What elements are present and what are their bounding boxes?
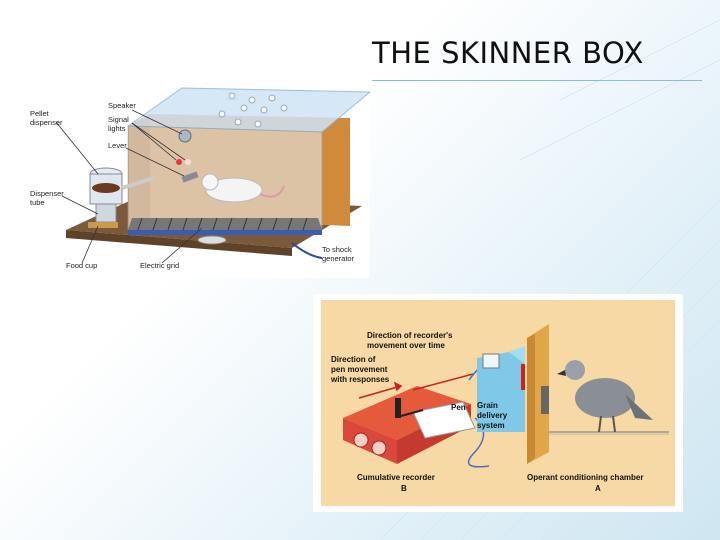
label-pen: Pen [451, 403, 466, 412]
skinner-box-illustration: Speaker Pellet dispenser Signal lights L… [22, 78, 370, 278]
label-dispenser: dispenser [30, 118, 63, 127]
label-operant-chamber: Operant conditioning chamber [527, 473, 643, 482]
label-direction-recorder-1: Direction of recorder's [367, 331, 453, 340]
label-dispenser-tube-1: Dispenser [30, 189, 64, 198]
label-speaker: Speaker [108, 101, 136, 110]
label-to-shock: To shock [322, 245, 352, 254]
label-generator: generator [322, 254, 355, 263]
label-pellet: Pellet [30, 109, 50, 118]
label-cumulative-recorder: Cumulative recorder [357, 473, 435, 482]
label-b: B [401, 484, 407, 493]
label-grain: Grain [477, 401, 498, 410]
label-system: system [477, 421, 505, 430]
cumulative-recorder-illustration: Direction of recorder's movement over ti… [313, 294, 683, 512]
label-signal: Signal [108, 115, 129, 124]
label-lever: Lever [108, 141, 127, 150]
label-direction-pen-1: Direction of [331, 355, 376, 364]
slide-title: THE SKINNER BOX [372, 36, 644, 70]
title-divider [372, 80, 702, 81]
label-direction-pen-2: pen movement [331, 365, 388, 374]
label-food-cup: Food cup [66, 261, 97, 270]
label-a: A [595, 484, 601, 493]
label-lights: lights [108, 124, 126, 133]
label-direction-recorder-2: movement over time [367, 341, 445, 350]
label-direction-pen-3: with responses [330, 375, 390, 384]
label-dispenser-tube-2: tube [30, 198, 45, 207]
label-delivery: delivery [477, 411, 508, 420]
label-electric-grid: Electric grid [140, 261, 179, 270]
